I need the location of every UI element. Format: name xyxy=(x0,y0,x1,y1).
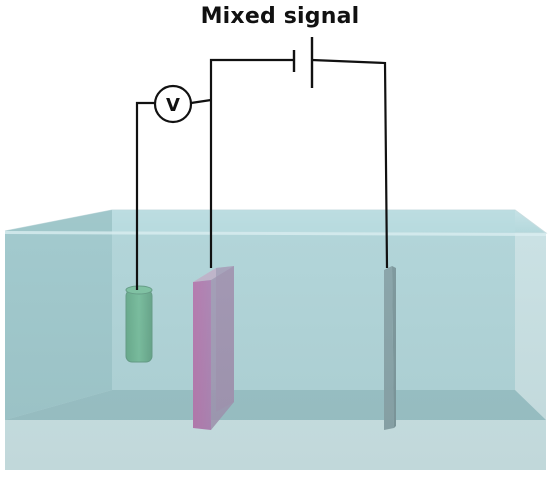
wire-working-to-battery xyxy=(209,58,294,268)
wire-voltmeter-to-working xyxy=(190,98,212,105)
voltmeter-symbol: V xyxy=(153,84,193,124)
diagram-title: Mixed signal xyxy=(200,4,360,29)
wire-battery-to-counter xyxy=(311,58,389,269)
wire-reference-to-voltmeter xyxy=(135,101,156,290)
tank-front-highlight xyxy=(5,231,546,236)
voltmeter-label: V xyxy=(166,95,180,116)
battery-symbol xyxy=(292,37,314,88)
circuit-wires xyxy=(135,58,389,290)
tank-front-face xyxy=(5,231,546,470)
